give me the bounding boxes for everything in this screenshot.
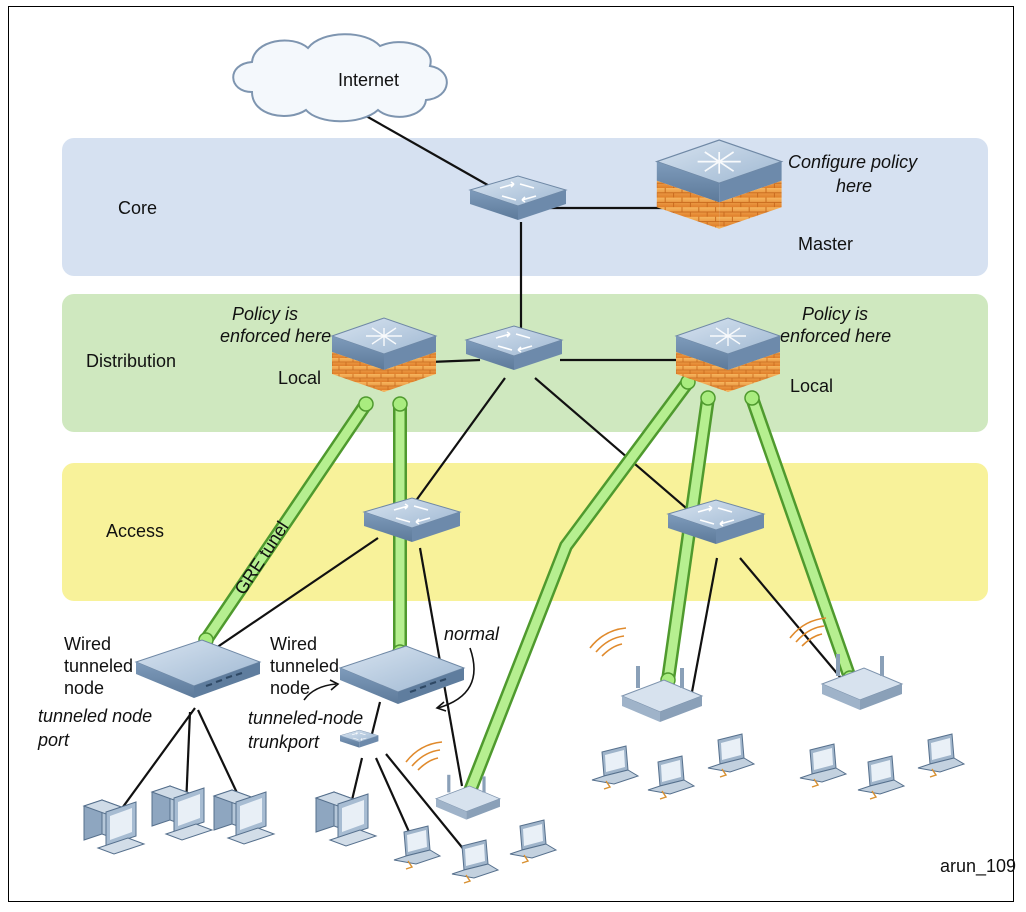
configure-policy-line1: Configure policy (788, 152, 918, 172)
tunneled-node-trunkport-line2: trunkport (248, 732, 320, 752)
wired-left-line1: Wired (64, 634, 111, 654)
desktop-pc-4-icon (315, 791, 377, 847)
wired-left-line2: tunneled (64, 656, 133, 676)
laptop-7-icon (799, 743, 847, 788)
access-layer-label: Access (106, 521, 164, 541)
master-label: Master (798, 234, 853, 254)
gre-tunnels (198, 374, 858, 804)
wired-left-line3: node (64, 678, 104, 698)
configure-policy-line2: here (836, 176, 872, 196)
laptop-5-icon (647, 755, 695, 800)
wifi-waves-3-icon (405, 741, 443, 771)
internet-cloud-icon (232, 33, 448, 123)
desktop-pc-1-icon (83, 799, 145, 855)
wired-mid-line1: Wired (270, 634, 317, 654)
local-left-label: Local (278, 368, 321, 388)
normal-label: normal (444, 624, 500, 644)
wired-tunneled-node-left-icon (135, 639, 261, 699)
wifi-waves-1-icon (589, 627, 627, 657)
internet-label: Internet (338, 70, 399, 90)
tunneled-node-port-line2: port (37, 730, 70, 750)
desktop-pc-2-icon (151, 785, 213, 841)
wired-mid-line3: node (270, 678, 310, 698)
local-right-label: Local (790, 376, 833, 396)
tunneled-node-trunkport-line1: tunneled-node (248, 708, 363, 728)
laptop-4-icon (591, 745, 639, 790)
laptop-6-icon (707, 733, 755, 778)
distribution-layer-label: Distribution (86, 351, 176, 371)
laptop-8-icon (857, 755, 905, 800)
laptop-1-icon (393, 825, 441, 870)
tunneled-node-port-line1: tunneled node (38, 706, 152, 726)
policy-left-line1: Policy is (232, 304, 298, 324)
laptop-3-icon (509, 819, 557, 864)
wired-mid-line2: tunneled (270, 656, 339, 676)
access-band (62, 463, 988, 601)
policy-right-line1: Policy is (802, 304, 868, 324)
core-layer-label: Core (118, 198, 157, 218)
access-point-2-icon (821, 653, 903, 711)
figure-id: arun_109 (940, 856, 1016, 877)
laptop-9-icon (917, 733, 965, 778)
laptop-2-icon (451, 839, 499, 884)
desktop-pc-3-icon (213, 789, 275, 845)
policy-left-line2: enforced here (220, 326, 331, 346)
annotation-arrows (303, 647, 475, 712)
policy-right-line2: enforced here (780, 326, 891, 346)
